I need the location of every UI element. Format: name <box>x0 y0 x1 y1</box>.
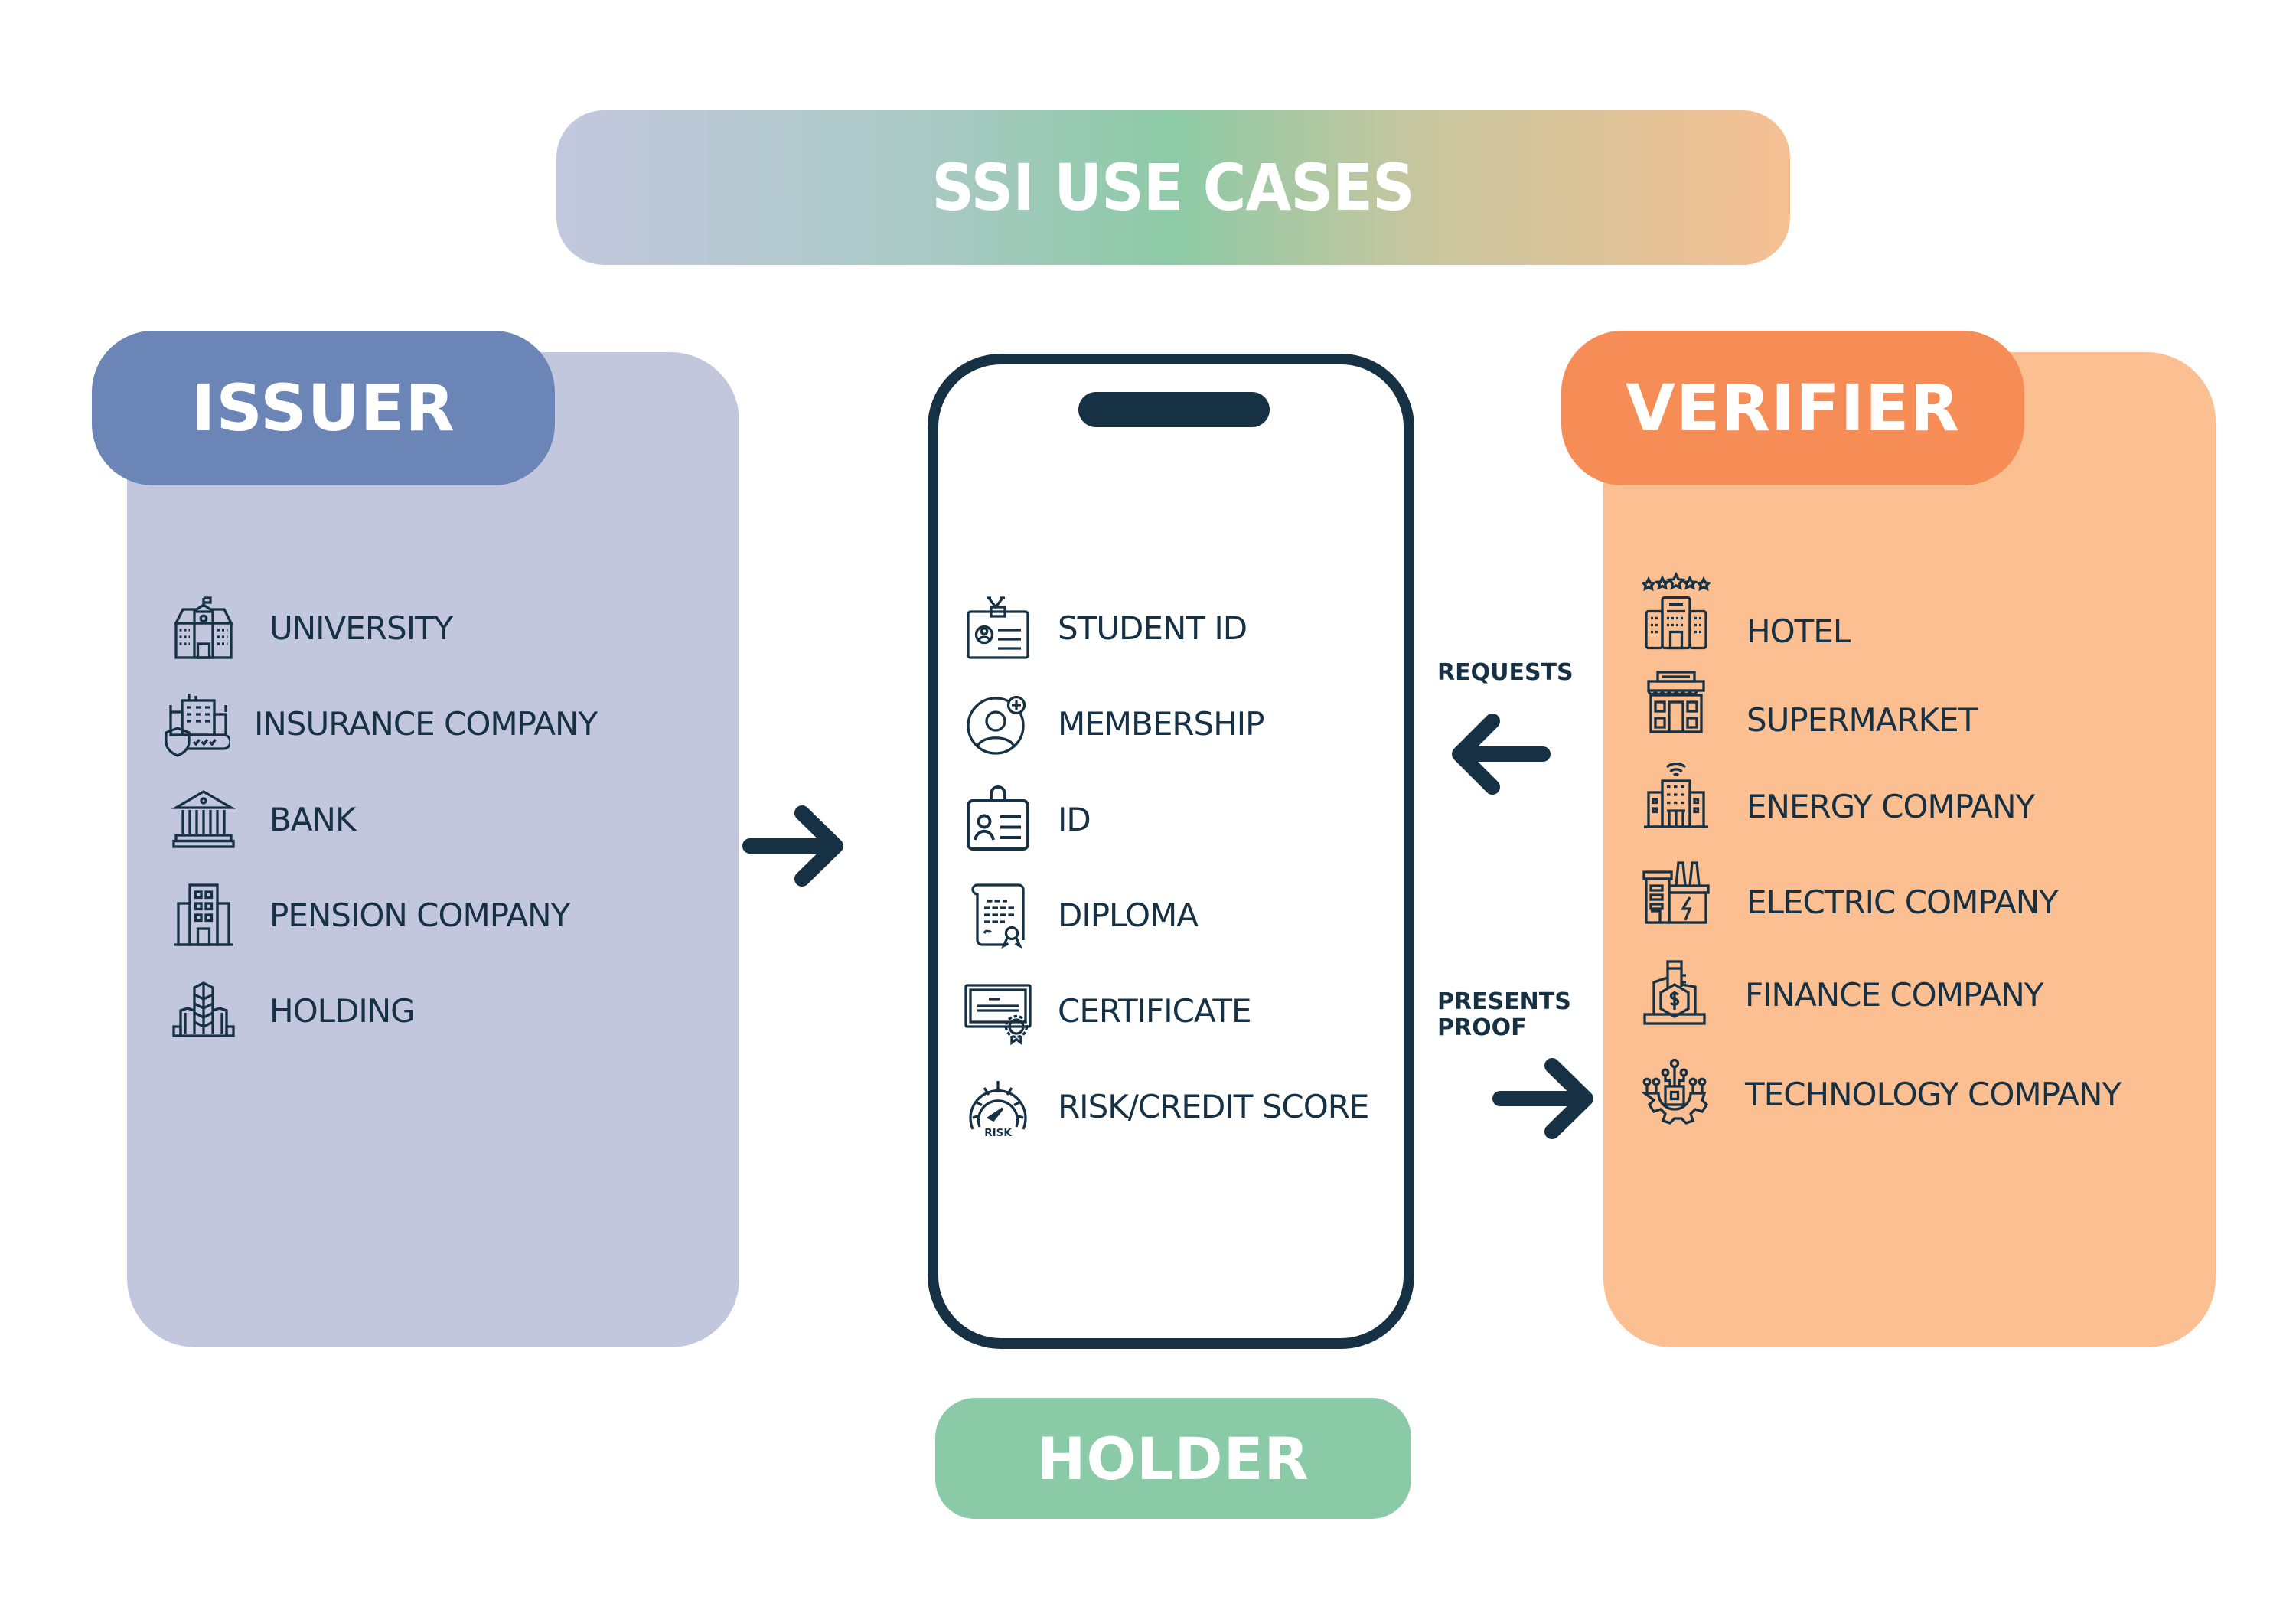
verifier-item-label: FINANCE COMPANY <box>1745 975 2043 1014</box>
verifier-item-label: ELECTRIC COMPANY <box>1746 883 2059 921</box>
holder-item-diploma: DIPLOMA <box>961 878 1199 952</box>
certificate-icon <box>961 974 1035 1047</box>
verifier-item-supermarket: SUPERMARKET <box>1639 665 1978 739</box>
insurance-building-icon <box>159 687 233 760</box>
holder-tag: HOLDER <box>935 1398 1411 1519</box>
risk-gauge-icon: RISK <box>961 1069 1035 1143</box>
energy-building-icon <box>1639 760 1713 834</box>
verifier-title: VERIFIER <box>1625 371 1961 446</box>
requests-arrow-icon <box>1452 714 1551 795</box>
student-id-badge-icon <box>961 591 1035 665</box>
university-icon <box>167 591 240 665</box>
holder-item-label: RISK/CREDIT SCORE <box>1058 1087 1369 1125</box>
issue-arrow-icon <box>742 805 843 887</box>
verifier-tag: VERIFIER <box>1561 331 2024 485</box>
holder-title: HOLDER <box>1036 1424 1310 1493</box>
issuer-item-bank: BANK <box>167 782 357 856</box>
verifier-item-technology: TECHNOLOGY COMPANY <box>1638 1056 2122 1130</box>
issuer-panel <box>127 352 739 1347</box>
issuer-item-university: UNIVERSITY <box>167 591 453 665</box>
phone-notch <box>1078 392 1270 427</box>
verifier-item-electric: ELECTRIC COMPANY <box>1639 856 2059 929</box>
hotel-icon <box>1639 567 1713 658</box>
skyscraper-icon <box>167 974 240 1047</box>
issuer-item-holding: HOLDING <box>167 974 416 1047</box>
issuer-title: ISSUER <box>191 371 455 446</box>
supermarket-icon <box>1639 665 1713 739</box>
issuer-item-label: BANK <box>269 800 357 838</box>
finance-building-icon <box>1638 957 1711 1030</box>
member-add-icon <box>961 687 1035 760</box>
presents-proof-line2: PROOF <box>1437 1014 1527 1041</box>
diploma-scroll-icon <box>961 878 1035 952</box>
verifier-item-finance: FINANCE COMPANY <box>1638 957 2043 1030</box>
verifier-item-label: SUPERMARKET <box>1746 701 1978 739</box>
office-building-icon <box>167 878 240 952</box>
requests-label: REQUESTS <box>1437 659 1574 686</box>
holder-phone-frame <box>928 354 1414 1349</box>
holder-item-label: ID <box>1058 800 1091 838</box>
holder-item-id: ID <box>961 782 1091 856</box>
holder-item-risk-score: RISK RISK/CREDIT SCORE <box>961 1069 1369 1143</box>
electric-factory-icon <box>1639 856 1713 929</box>
verifier-item-label: ENERGY COMPANY <box>1746 787 2035 825</box>
issuer-item-pension: PENSION COMPANY <box>167 878 570 952</box>
technology-gear-icon <box>1638 1056 1711 1130</box>
holder-item-label: MEMBERSHIP <box>1058 704 1265 743</box>
verifier-item-energy: ENERGY COMPANY <box>1639 760 2035 834</box>
page-title: SSI USE CASES <box>931 150 1415 225</box>
holder-item-student-id: STUDENT ID <box>961 591 1247 665</box>
presents-proof-label: PRESENTS PROOF <box>1437 989 1571 1041</box>
issuer-item-label: UNIVERSITY <box>269 609 453 647</box>
verifier-item-hotel: HOTEL <box>1639 567 1851 658</box>
verifier-item-label: TECHNOLOGY COMPANY <box>1745 1075 2122 1113</box>
id-card-icon <box>961 782 1035 856</box>
issuer-item-insurance: INSURANCE COMPANY <box>159 687 598 760</box>
issuer-item-label: INSURANCE COMPANY <box>254 704 598 743</box>
presents-proof-line1: PRESENTS <box>1437 988 1571 1015</box>
holder-item-label: DIPLOMA <box>1058 896 1199 934</box>
bank-icon <box>167 782 240 856</box>
holder-item-certificate: CERTIFICATE <box>961 974 1252 1047</box>
verifier-item-label: HOTEL <box>1746 612 1851 650</box>
svg-text:RISK: RISK <box>984 1127 1012 1139</box>
holder-item-label: STUDENT ID <box>1058 609 1247 647</box>
issuer-tag: ISSUER <box>92 331 555 485</box>
holder-item-label: CERTIFICATE <box>1058 991 1252 1030</box>
issuer-item-label: PENSION COMPANY <box>269 896 570 934</box>
issuer-item-label: HOLDING <box>269 991 416 1030</box>
holder-item-membership: MEMBERSHIP <box>961 687 1265 760</box>
title-banner: SSI USE CASES <box>556 110 1790 265</box>
presents-proof-arrow-icon <box>1492 1058 1593 1139</box>
verifier-panel <box>1603 352 2216 1347</box>
